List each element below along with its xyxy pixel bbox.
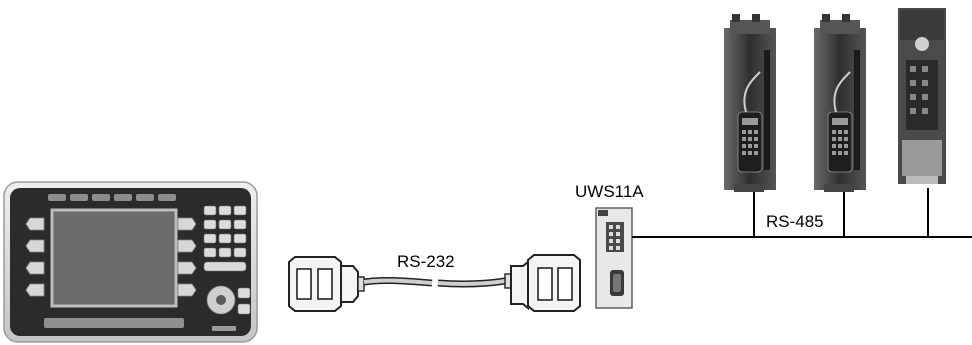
- drive-unit-3: [898, 8, 946, 184]
- drive-unit-1: [724, 14, 776, 192]
- uws11a-module: [596, 208, 632, 308]
- uws11a-label: UWS11A: [575, 182, 644, 202]
- rs232-label: RS-232: [397, 252, 455, 272]
- operator-panel: [4, 182, 257, 342]
- panel-screen: [52, 210, 176, 306]
- rs485-label: RS-485: [766, 212, 824, 232]
- db9-connector-right: [505, 255, 580, 311]
- rs232-cable: [364, 280, 505, 284]
- db9-connector-left: [289, 257, 364, 311]
- drive-unit-2: [814, 14, 866, 192]
